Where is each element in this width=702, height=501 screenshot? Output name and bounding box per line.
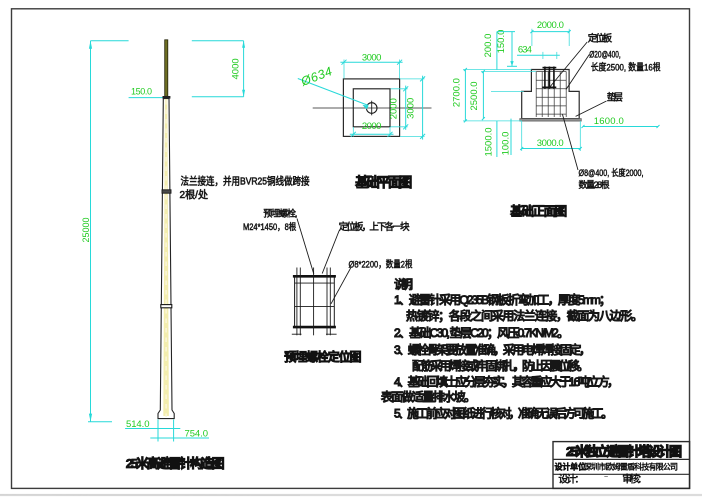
svg-text:25000: 25000 xyxy=(81,217,91,242)
svg-text:5、施工前应对图纸进行核对，准确无误后方可施工。: 5、施工前应对图纸进行核对，准确无误后方可施工。 xyxy=(394,406,613,421)
svg-text:25米高避雷针构造图: 25米高避雷针构造图 xyxy=(126,456,225,471)
svg-text:4000: 4000 xyxy=(231,58,242,79)
svg-text:2根/处: 2根/处 xyxy=(180,188,209,201)
svg-text:1600.0: 1600.0 xyxy=(594,116,624,127)
svg-text:3000: 3000 xyxy=(406,98,417,119)
svg-text:25米独立避雷针塔设计图: 25米独立避雷针塔设计图 xyxy=(566,444,682,459)
svg-text:2000.0: 2000.0 xyxy=(537,20,564,31)
svg-text:100.0: 100.0 xyxy=(500,132,511,156)
svg-text:150.0: 150.0 xyxy=(131,87,152,97)
svg-text:514.0: 514.0 xyxy=(126,419,150,430)
svg-text:2000: 2000 xyxy=(362,121,382,132)
svg-text:1、避雷针采用Q235B钢板折弯加工，厚度5mm；: 1、避雷针采用Q235B钢板折弯加工，厚度5mm； xyxy=(394,292,611,307)
svg-text:Ø20@400,: Ø20@400, xyxy=(589,50,621,60)
svg-text:200.0: 200.0 xyxy=(483,34,494,58)
svg-text:配筋采用焊接或牢固绑扎，防止因震位移。: 配筋采用焊接或牢固绑扎，防止因震位移。 xyxy=(412,358,589,373)
svg-text:定位板: 定位板 xyxy=(588,33,613,45)
svg-text:基础正面图: 基础正面图 xyxy=(509,204,567,219)
svg-text:150.0: 150.0 xyxy=(496,30,507,54)
svg-text:定位板，上下各一块: 定位板，上下各一块 xyxy=(339,221,410,233)
svg-text:基础平面图: 基础平面图 xyxy=(355,174,412,190)
svg-text:1500.0: 1500.0 xyxy=(483,127,494,156)
svg-text:说明：: 说明： xyxy=(394,276,420,291)
svg-text:垫层: 垫层 xyxy=(607,91,623,103)
svg-text:热镀锌；各段之间采用法兰连接，截面为八边形。: 热镀锌；各段之间采用法兰连接，截面为八边形。 xyxy=(406,308,643,323)
svg-text:2、基础C30, 垫层C20；风压0.7KN/M2。: 2、基础C30, 垫层C20；风压0.7KN/M2。 xyxy=(394,325,569,340)
svg-text:3000: 3000 xyxy=(362,53,382,64)
svg-text:M24*1450，8根: M24*1450，8根 xyxy=(243,221,296,232)
svg-text:预埋螺栓,: 预埋螺栓, xyxy=(263,207,297,218)
svg-text:深圳市欧姆雷盾科技有限公司: 深圳市欧姆雷盾科技有限公司 xyxy=(584,461,678,471)
svg-text:Ø8*2200，数量2根: Ø8*2200，数量2根 xyxy=(349,258,413,270)
svg-text:754.0: 754.0 xyxy=(185,428,209,439)
svg-text:表面做适量排水坡。: 表面做适量排水坡。 xyxy=(381,389,476,404)
svg-text:审核：: 审核： xyxy=(622,472,647,485)
svg-text:设计：: 设计： xyxy=(558,472,584,485)
svg-text:法兰接连，并用BVR25铜线做跨接: 法兰接连，并用BVR25铜线做跨接 xyxy=(181,175,310,188)
svg-text:~: ~ xyxy=(604,474,608,481)
svg-text:4、基础回填土应分层夯实，其容重应大于1.6吨/立方，: 4、基础回填土应分层夯实，其容重应大于1.6吨/立方， xyxy=(394,374,619,389)
svg-text:预埋螺栓定位图: 预埋螺栓定位图 xyxy=(284,349,361,364)
svg-text:3000.0: 3000.0 xyxy=(537,138,564,149)
svg-text:2500.0: 2500.0 xyxy=(469,81,480,110)
svg-text:634: 634 xyxy=(518,45,532,56)
svg-text:2700.0: 2700.0 xyxy=(451,78,462,107)
svg-text:数量28根: 数量28根 xyxy=(579,179,610,190)
svg-text:Ø8@400, 长度2000,: Ø8@400, 长度2000, xyxy=(579,167,644,178)
svg-text:3、螺栓骨架要放置准确，采用电焊焊接固定，: 3、螺栓骨架要放置准确，采用电焊焊接固定， xyxy=(394,342,591,357)
svg-text:2000: 2000 xyxy=(389,98,400,119)
svg-text:长度2500, 数量16根: 长度2500, 数量16根 xyxy=(591,62,661,74)
svg-text:设计单位:: 设计单位: xyxy=(555,461,589,471)
